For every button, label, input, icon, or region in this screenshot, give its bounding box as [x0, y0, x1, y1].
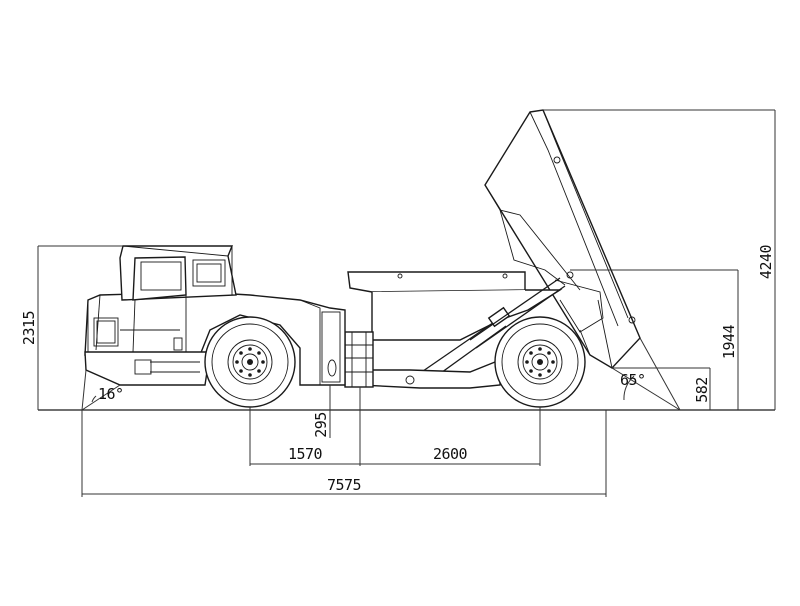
wheelbase-dimension: 1570 2600: [249, 387, 541, 466]
dump-angle-label: 65°: [620, 371, 646, 389]
height-dimension: 2315: [20, 245, 123, 410]
rear-clearance-label: 582: [693, 377, 711, 403]
body-pivot-label: 1944: [720, 324, 738, 359]
cab: [119, 245, 237, 353]
overall-length-label: 7575: [327, 476, 361, 494]
dump-height-dimension: 4240: [543, 109, 776, 410]
front-wheel: [204, 316, 296, 408]
wheelbase-label: 2600: [433, 445, 468, 463]
articulation-joint: [344, 331, 374, 388]
approach-angle-label: 16°: [98, 385, 124, 403]
rear-clearance-dimension: 582: [612, 367, 711, 410]
rear-wheel: [494, 316, 586, 408]
ground-clearance-dimension: 295: [312, 385, 331, 438]
overall-length-dimension: 7575: [81, 410, 607, 497]
body-pivot-dimension: 1944: [570, 269, 739, 410]
ground-clearance-label: 295: [312, 412, 330, 438]
dump-height-label: 4240: [757, 244, 775, 279]
front-overhang-label: 1570: [288, 445, 323, 463]
dump-angle: 65°: [611, 337, 681, 411]
tractor-body: [84, 291, 346, 386]
approach-angle: 16°: [81, 369, 124, 411]
height-label: 2315: [20, 311, 38, 345]
